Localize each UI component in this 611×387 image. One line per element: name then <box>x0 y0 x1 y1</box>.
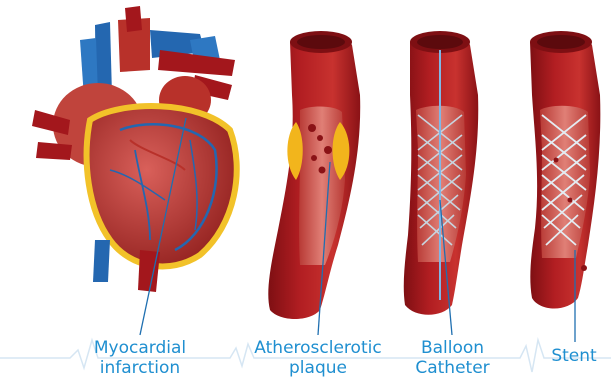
label-balloon-line2: Catheter <box>400 358 505 378</box>
label-stent-line1: Stent <box>536 346 611 366</box>
label-athero-line2: plaque <box>248 358 388 378</box>
artery-plaque-icon <box>268 31 360 319</box>
label-balloon-line1: Balloon <box>400 338 505 358</box>
label-athero-line1: Atherosclerotic <box>248 338 388 358</box>
label-balloon-catheter: Balloon Catheter <box>400 338 505 378</box>
artery-stent-icon <box>530 31 600 309</box>
label-myocardial-line1: Myocardial <box>80 338 200 358</box>
artery-balloon-catheter-icon <box>404 31 479 315</box>
label-myocardial-infarction: Myocardial infarction <box>80 338 200 378</box>
label-myocardial-line2: infarction <box>80 358 200 378</box>
label-stent: Stent <box>536 346 611 366</box>
label-atherosclerotic-plaque: Atherosclerotic plaque <box>248 338 388 378</box>
heart-illustration-icon <box>32 6 237 292</box>
